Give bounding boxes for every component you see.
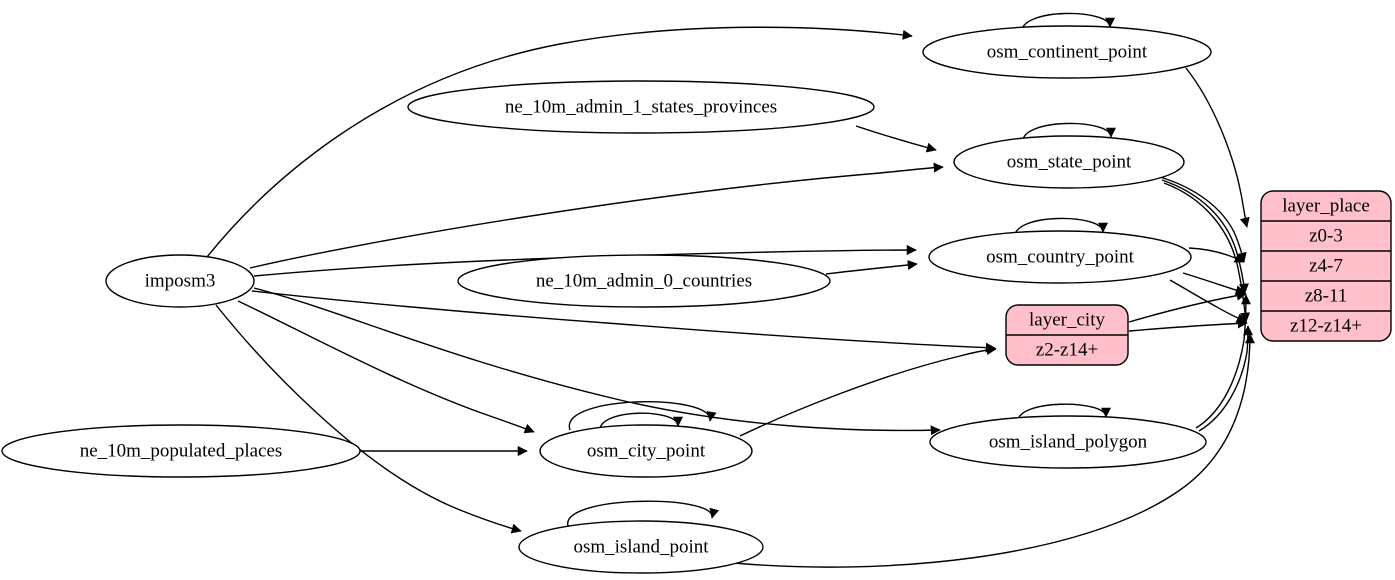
edge-ne1-osm_state_point (855, 125, 937, 153)
layer_place-row-title: layer_place (1282, 195, 1370, 216)
selfloop-osm_city_point-outer (569, 401, 717, 431)
node-label-osm_country_point: osm_country_point (986, 246, 1134, 267)
selfloop-osm_continent_point (1021, 12, 1115, 34)
node-osm_island_point[interactable]: osm_island_point (518, 520, 764, 574)
node-osm_state_point[interactable]: osm_state_point (953, 135, 1185, 189)
edge-imposm3-osm_continent_point (206, 26, 913, 258)
edge-layer (206, 12, 1256, 568)
layer_city-row-z2-z14plus[interactable]: z2-z14+ (1036, 339, 1098, 360)
layer_place-row-z12-z14plus[interactable]: z12-z14+ (1290, 315, 1362, 336)
node-label-ne_10m_admin_1_states_provinces: ne_10m_admin_1_states_provinces (505, 96, 777, 117)
node-osm_continent_point[interactable]: osm_continent_point (922, 25, 1212, 79)
edge-osm_city_point-layer_city (739, 344, 997, 437)
edge-imposm3-osm_city_point (237, 300, 535, 434)
selfloop-osm_country_point (1014, 217, 1108, 239)
layer_place-body (1260, 190, 1392, 342)
node-osm_city_point[interactable]: osm_city_point (539, 424, 753, 478)
edge-osm_island_polygon-layer_place-z8-11 (1195, 294, 1252, 429)
selfloop-osm_city_point-inner (599, 412, 683, 433)
edge-imposm3-osm_island_polygon (253, 287, 941, 436)
node-osm_country_point[interactable]: osm_country_point (928, 230, 1192, 284)
edge-osm_continent_point-layer_place-z0-3 (1185, 67, 1250, 228)
node-layer_place[interactable]: layer_place z0-3 z4-7 z8-11 z12-z14+ (1260, 190, 1392, 342)
node-osm_island_polygon[interactable]: osm_island_polygon (929, 415, 1207, 469)
edge-layer_city-layer_place-z8-11 (1128, 290, 1247, 323)
edge-osm_state_point-layer_place-z8-11 (1161, 179, 1249, 294)
edge-osm_state_point-layer_place-z4-7 (1159, 176, 1247, 263)
node-label-imposm3: imposm3 (145, 270, 216, 291)
node-ne_10m_populated_places[interactable]: ne_10m_populated_places (1, 424, 361, 478)
layer_place-row-z0-3[interactable]: z0-3 (1309, 225, 1343, 246)
node-ne_10m_admin_1_states_provinces[interactable]: ne_10m_admin_1_states_provinces (407, 80, 875, 134)
layer_place-row-z8-11[interactable]: z8-11 (1305, 285, 1348, 306)
selfloop-osm_island_polygon (1017, 403, 1111, 424)
node-layer_city[interactable]: layer_city z2-z14+ (1005, 304, 1129, 366)
node-label-ne_10m_admin_0_countries: ne_10m_admin_0_countries (536, 270, 752, 291)
node-label-ne_10m_populated_places: ne_10m_populated_places (80, 440, 283, 461)
node-imposm3[interactable]: imposm3 (105, 254, 255, 308)
selfloop-osm_island_point (567, 500, 720, 527)
edge-osm_island_point-layer_place-z12 (733, 333, 1256, 568)
edge-layer_city-layer_place-z12 (1128, 318, 1248, 332)
edge-imposm3-osm_state_point (249, 162, 944, 269)
node-label-osm_state_point: osm_state_point (1007, 151, 1132, 172)
edge-osm_island_polygon-layer_place-z12 (1198, 325, 1254, 432)
node-label-osm_island_polygon: osm_island_polygon (989, 431, 1148, 452)
node-label-osm_continent_point: osm_continent_point (987, 41, 1148, 62)
layer_city-row-title: layer_city (1029, 309, 1105, 330)
node-label-osm_city_point: osm_city_point (587, 440, 706, 461)
edge-imposm3-osm_island_point (215, 304, 522, 534)
node-layer: imposm3 ne_10m_admin_1_states_provinces … (1, 25, 1212, 574)
edge-ne0-osm_country_point (825, 260, 918, 275)
layer_place-row-z4-7[interactable]: z4-7 (1309, 255, 1343, 276)
node-ne_10m_admin_0_countries[interactable]: ne_10m_admin_0_countries (457, 254, 831, 308)
edge-osm_country_point-layer_place-z8-11 (1182, 272, 1246, 296)
edge-osm_country_point-layer_place-z4-7 (1188, 247, 1245, 263)
node-label-osm_island_point: osm_island_point (573, 536, 709, 557)
edge-imposm3-layer_city (251, 290, 996, 353)
selfloop-osm_state_point (1022, 122, 1116, 144)
